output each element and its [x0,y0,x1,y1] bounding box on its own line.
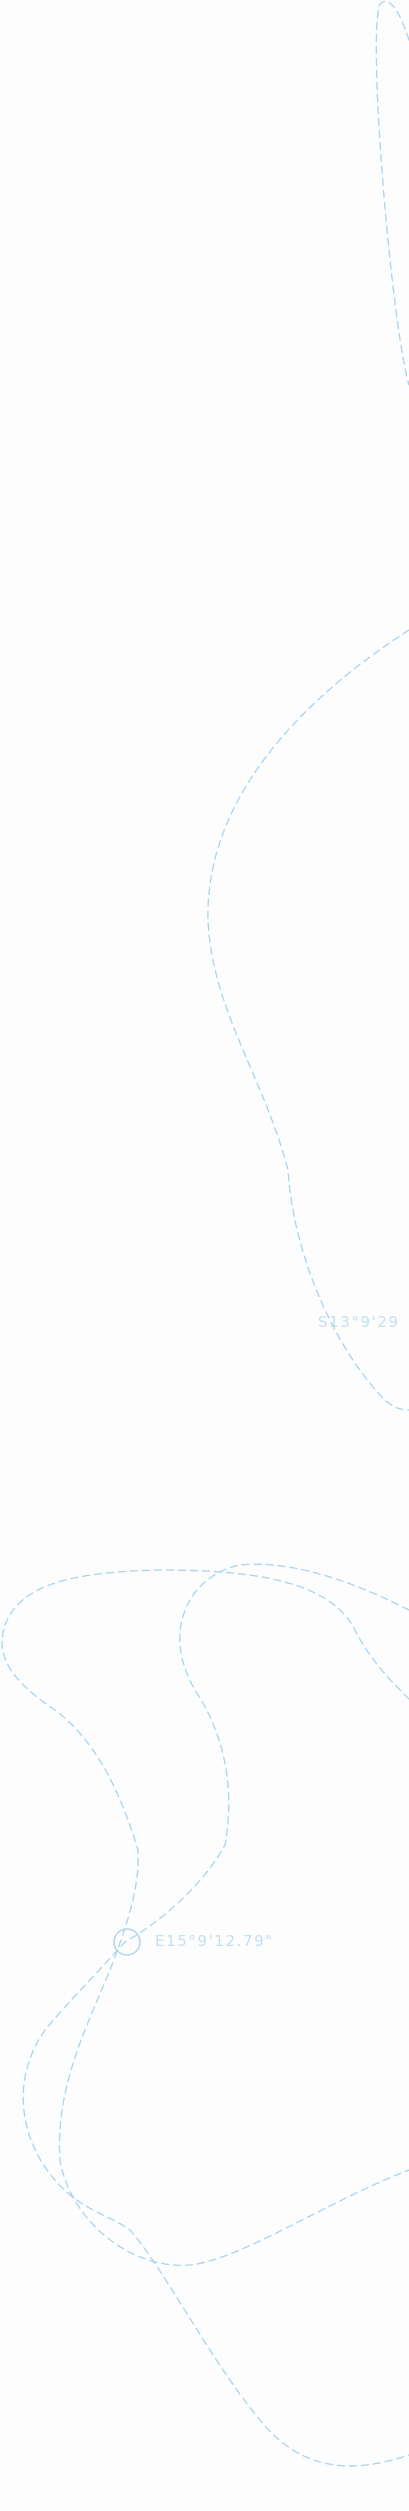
route-path-lower-b [1,1569,409,2266]
route-path-top [375,0,409,386]
route-path-lower-a [22,1563,409,2467]
coordinate-label-south: S13°9'29 [318,1313,400,1331]
coordinate-label-east: E15°9'12.79" [155,1932,274,1950]
route-path-middle [207,629,409,1411]
circle-marker-icon [113,1928,141,1956]
